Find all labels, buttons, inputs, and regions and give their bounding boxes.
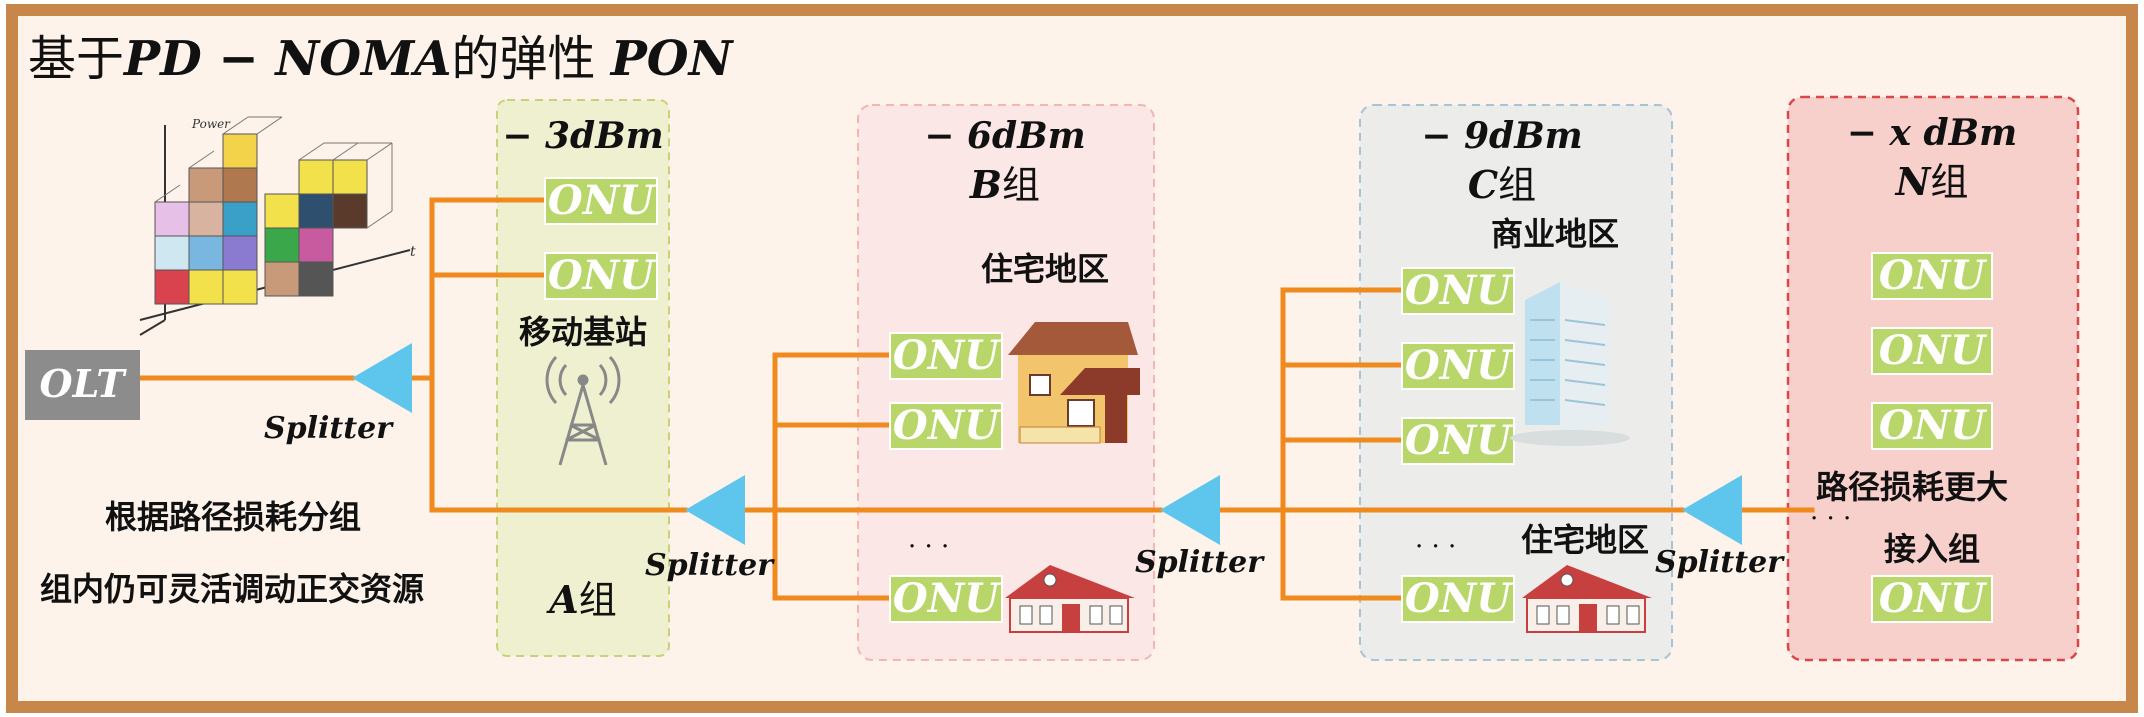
resource-cube-icon: Power t	[139, 116, 416, 336]
group-a-site: 移动基站	[519, 313, 647, 351]
diagram-title: 基于PD − NOMA的弹性 PON	[28, 31, 735, 87]
cube-axis-t: t	[410, 244, 416, 260]
group-c-power: − 9dBm	[1421, 115, 1582, 157]
onu-c-2-label: ONU	[1405, 342, 1513, 389]
ellipses: · · · · · · · · ·	[908, 504, 1851, 562]
antenna-tower-icon	[545, 355, 621, 466]
splitter-1-label: Splitter	[264, 411, 394, 446]
group-c-name: C组	[1468, 162, 1536, 207]
ellipsis-n: · · ·	[1810, 504, 1851, 534]
group-b-name: B组	[969, 162, 1040, 207]
group-b-onus: ONU ONU ONU	[889, 332, 1003, 623]
group-n-onus: ONU ONU ONU ONU	[1871, 252, 1993, 623]
onu-a-1-label: ONU	[548, 177, 656, 224]
splitter-4	[1682, 475, 1742, 545]
onu-b-1	[889, 332, 1003, 380]
onu-c-3	[1401, 417, 1515, 465]
onu-c-2	[1401, 342, 1515, 390]
onu-c-1-label: ONU	[1405, 267, 1513, 314]
splitter-3	[1160, 475, 1220, 545]
group-n-power: − x dBm	[1847, 112, 2017, 154]
onu-b-2-label: ONU	[893, 402, 1001, 449]
splitter-2	[685, 475, 745, 545]
note-line-1: 根据路径损耗分组	[105, 498, 361, 536]
onu-a-2-label: ONU	[548, 252, 656, 299]
olt-label: OLT	[40, 361, 128, 406]
onu-b-n-label: ONU	[893, 575, 1001, 622]
onu-n-2-label: ONU	[1879, 327, 1987, 374]
cube-axis-power: Power	[191, 117, 231, 131]
small-house-icon-2	[1522, 565, 1652, 633]
group-a-power: − 3dBm	[502, 115, 663, 157]
onu-n-2	[1871, 327, 1993, 375]
onu-b-n	[889, 575, 1003, 623]
onu-n-3	[1871, 402, 1993, 450]
group-a-name: A组	[546, 577, 617, 622]
onu-n-1	[1871, 252, 1993, 300]
onu-n-3-label: ONU	[1879, 402, 1987, 449]
small-house-icon	[1005, 565, 1135, 633]
group-c-panel	[1359, 104, 1673, 661]
splitter-3-label: Splitter	[1135, 545, 1265, 580]
onu-n-4	[1871, 575, 1993, 623]
group-a-onus: ONU ONU	[544, 177, 658, 300]
group-labels: − 3dBm 移动基站 A组 − 6dBm B组 住宅地区 − 9dBm C组 …	[502, 112, 2017, 622]
group-c-site-2: 住宅地区	[1521, 521, 1649, 559]
office-building-icon	[1510, 282, 1630, 446]
group-b-panel	[857, 104, 1155, 661]
onu-b-1-label: ONU	[893, 332, 1001, 379]
group-n-note-2: 接入组	[1884, 530, 1980, 568]
onu-c-3-label: ONU	[1405, 417, 1513, 464]
group-b-power: − 6dBm	[924, 115, 1085, 157]
ellipsis-b: · · ·	[908, 532, 949, 562]
onu-n-4-label: ONU	[1879, 575, 1987, 622]
group-n-panel	[1786, 95, 2080, 662]
onu-a-1	[544, 177, 658, 225]
olt-box	[25, 350, 140, 420]
onu-n-1-label: ONU	[1879, 252, 1987, 299]
onu-c-1	[1401, 267, 1515, 315]
onu-a-2	[544, 252, 658, 300]
group-c-onus: ONU ONU ONU ONU	[1401, 267, 1515, 623]
fiber-network	[137, 197, 1815, 601]
left-notes: 根据路径损耗分组 组内仍可灵活调动正交资源	[40, 498, 424, 608]
onu-c-n	[1401, 575, 1515, 623]
house-icon	[1008, 322, 1140, 444]
splitter-1	[352, 343, 412, 413]
group-b-site: 住宅地区	[981, 250, 1109, 288]
note-line-2: 组内仍可灵活调动正交资源	[40, 570, 424, 608]
group-n-name: N组	[1895, 159, 1969, 204]
group-n-note-1: 路径损耗更大	[1816, 468, 2008, 506]
onu-b-2	[889, 402, 1003, 450]
splitter-4-label: Splitter	[1655, 545, 1785, 580]
group-c-site: 商业地区	[1491, 215, 1619, 253]
ellipsis-c: · · ·	[1415, 532, 1456, 562]
splitter-2-label: Splitter	[645, 548, 775, 583]
onu-c-n-label: ONU	[1405, 575, 1513, 622]
